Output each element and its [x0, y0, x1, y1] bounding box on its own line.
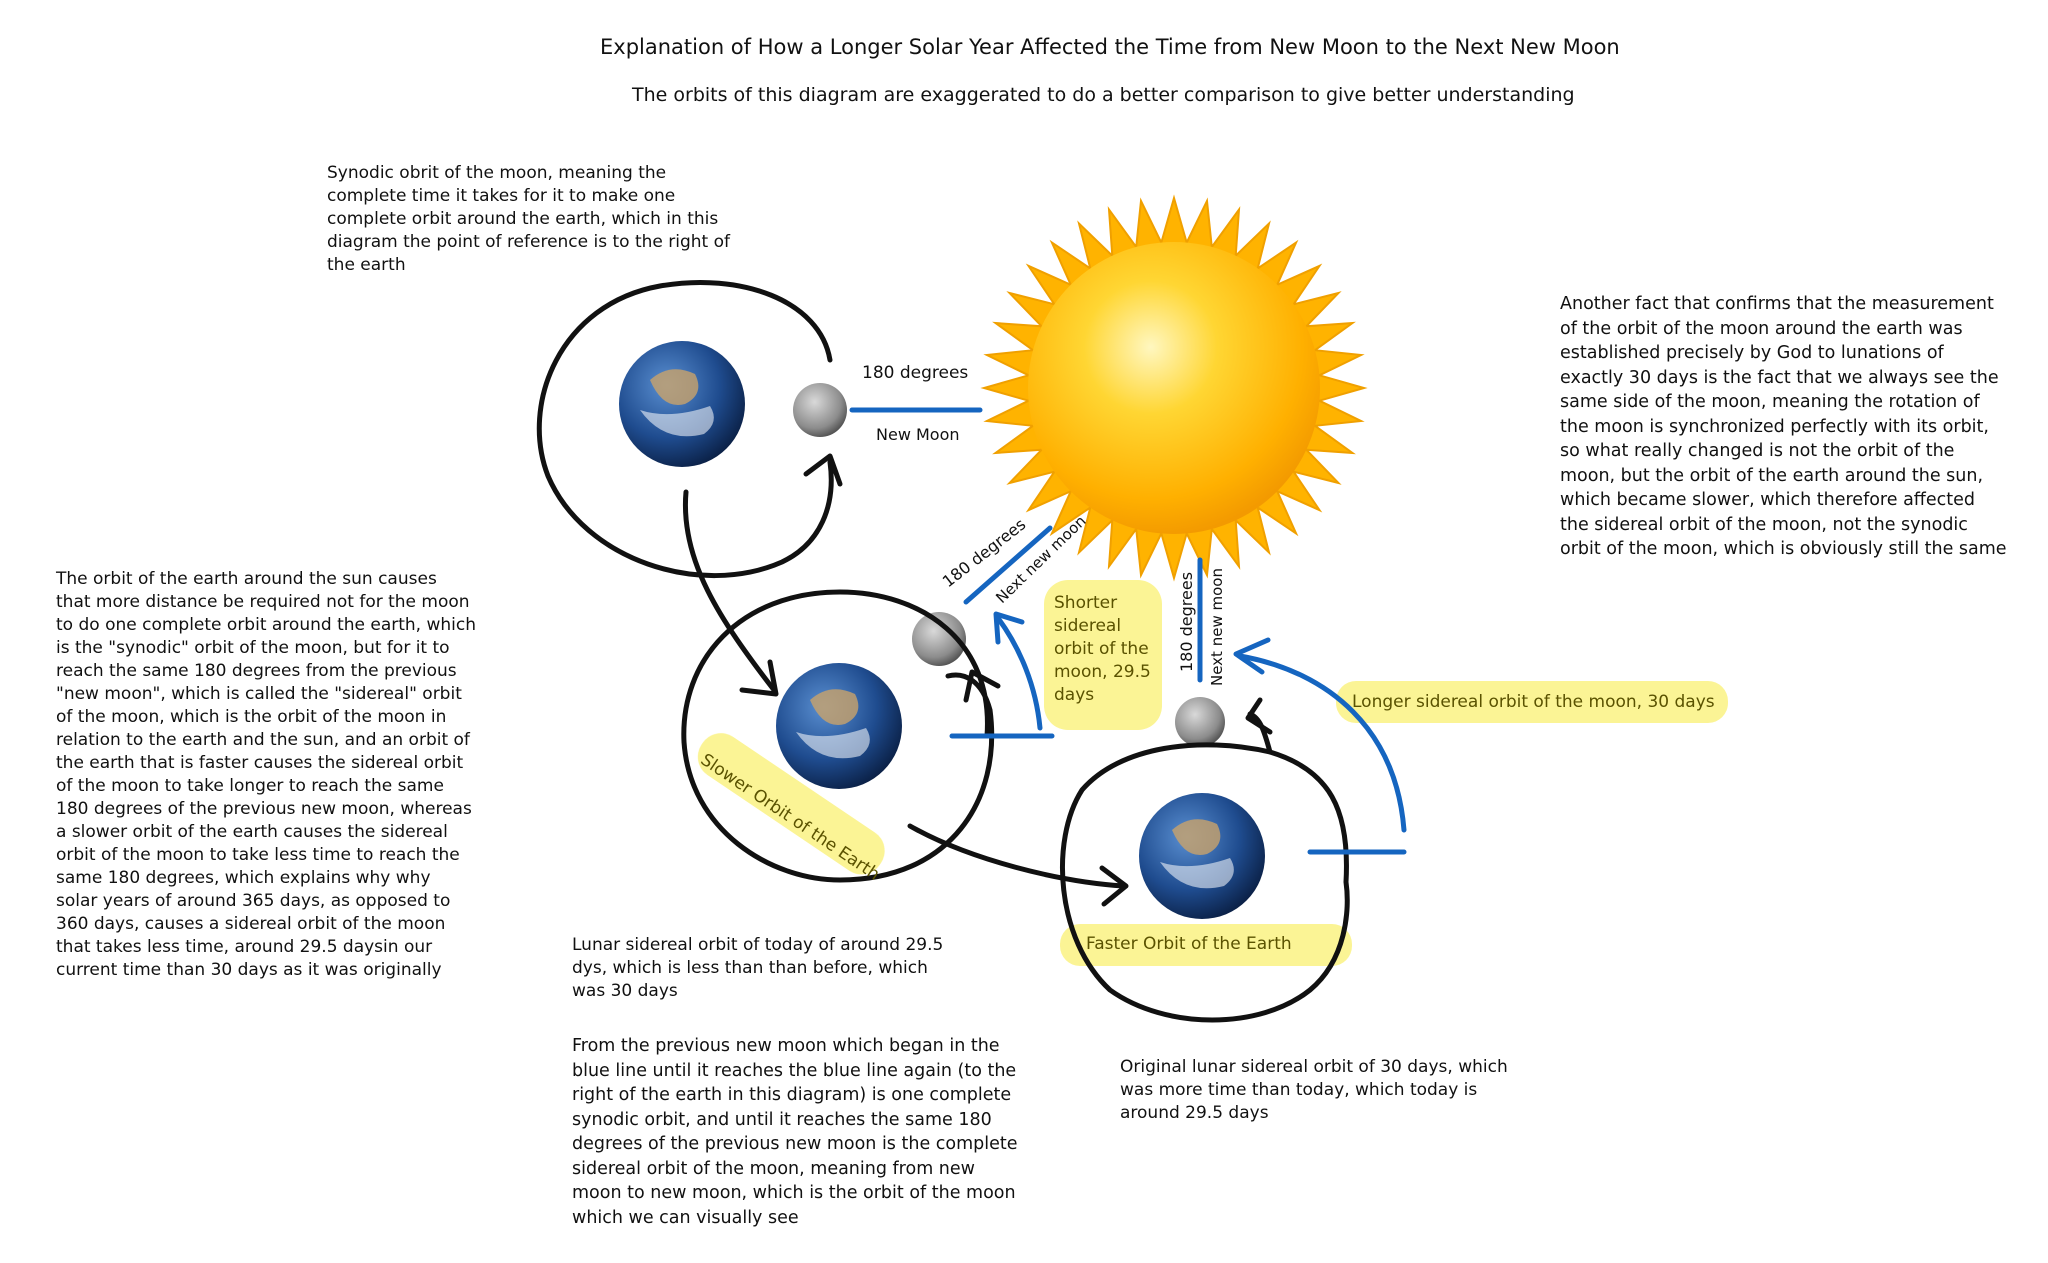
moon-1 [793, 383, 847, 437]
arrow-earth1-earth2 [682, 489, 777, 693]
black-orbits [536, 279, 1350, 1023]
note-synodic-orbit: Synodic obrit of the moon, meaning the c… [327, 163, 731, 275]
note-previous-new-moon: From the previous new moon which began i… [572, 1036, 1018, 1228]
highlight-faster [1060, 924, 1352, 966]
blue-line-mid-180 [963, 525, 1053, 605]
page-title: Explanation of How a Longer Solar Year A… [600, 35, 1620, 59]
highlight-text-shorter: Shorter sidereal orbit of the moon, 29.5… [1054, 593, 1151, 705]
label-next-new-moon-right: Next new moon [1208, 568, 1226, 686]
highlight-slower [697, 733, 885, 875]
arrowhead-4 [1099, 865, 1129, 907]
sun [980, 194, 1368, 582]
orbit-1 [536, 279, 834, 578]
note-original-lunar-sidereal: Original lunar sidereal orbit of 30 days… [1120, 1057, 1508, 1123]
arrowhead-1 [803, 453, 843, 487]
arrowhead-2 [739, 659, 779, 697]
highlight-text-faster: Faster Orbit of the Earth [1086, 934, 1292, 954]
moon-3 [1175, 697, 1225, 747]
label-new-moon: New Moon [876, 425, 960, 444]
label-180-right: 180 degrees [1177, 572, 1196, 672]
blue-lines [849, 407, 1407, 855]
arrowhead-3 [963, 669, 1001, 703]
earth-1 [619, 341, 745, 467]
sun-disc [1028, 242, 1320, 534]
orbit-3 [1060, 742, 1350, 1023]
page-subtitle: The orbits of this diagram are exaggerat… [632, 84, 1575, 106]
highlights [697, 580, 1728, 966]
arrowhead-5 [1245, 697, 1273, 735]
earth-3 [1139, 793, 1265, 919]
note-earth-orbit: The orbit of the earth around the sun ca… [56, 569, 477, 980]
blue-arrowhead-shorter [993, 611, 1025, 645]
highlight-shorter [1044, 580, 1162, 730]
label-180-top: 180 degrees [862, 363, 968, 383]
earth-2 [776, 663, 902, 789]
highlight-longer [1336, 681, 1728, 723]
blue-shorter-orbit [995, 615, 1043, 731]
moon-2 [912, 612, 966, 666]
blue-arrowhead-longer [1233, 637, 1271, 675]
arrow-earth2-earth3 [907, 823, 1127, 889]
note-another-fact: Another fact that confirms that the meas… [1560, 294, 2007, 559]
blue-longer-orbit [1237, 653, 1407, 833]
note-lunar-sidereal-today: Lunar sidereal orbit of today of around … [572, 935, 944, 1001]
orbit-2 [681, 589, 995, 883]
highlight-text-longer: Longer sidereal orbit of the moon, 30 da… [1352, 692, 1715, 712]
